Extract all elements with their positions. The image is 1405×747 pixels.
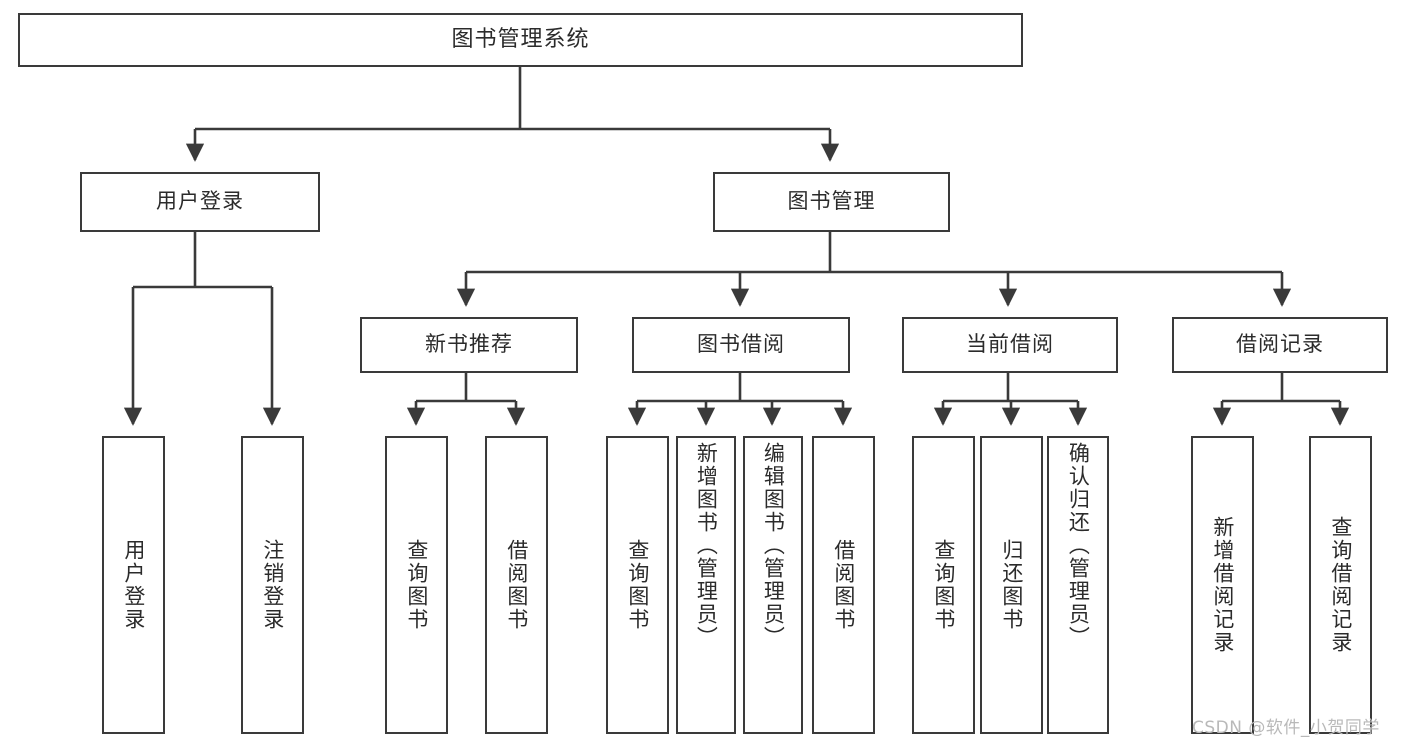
node-label: 编辑图书（管理员） <box>761 442 786 649</box>
node-book-borrow[interactable]: 图书借阅 <box>632 317 850 373</box>
node-root-system[interactable]: 图书管理系统 <box>18 13 1023 67</box>
watermark-text: CSDN @软件_小贺同学 <box>1192 718 1380 738</box>
leaf-logout[interactable]: 注销登录 <box>241 436 304 734</box>
node-label: 新书推荐 <box>425 332 513 357</box>
node-label: 查询图书 <box>625 539 650 631</box>
leaf-borrow-book[interactable]: 借阅图书 <box>812 436 875 734</box>
node-label: 确认归还（管理员） <box>1066 442 1091 649</box>
leaf-borrow-book-recommend[interactable]: 借阅图书 <box>485 436 548 734</box>
leaf-query-book-current[interactable]: 查询图书 <box>912 436 975 734</box>
leaf-user-login[interactable]: 用户登录 <box>102 436 165 734</box>
node-label: 查询图书 <box>404 539 429 631</box>
node-label: 借阅图书 <box>831 539 856 631</box>
node-label: 注销登录 <box>260 539 285 631</box>
leaf-confirm-return-admin[interactable]: 确认归还（管理员） <box>1047 436 1109 734</box>
node-label: 新增借阅记录 <box>1210 516 1235 654</box>
node-new-book-recommend[interactable]: 新书推荐 <box>360 317 578 373</box>
node-label: 查询图书 <box>931 539 956 631</box>
node-label: 新增图书（管理员） <box>694 442 719 649</box>
node-label: 图书借阅 <box>697 332 785 357</box>
leaf-add-borrow-record[interactable]: 新增借阅记录 <box>1191 436 1254 734</box>
node-user-login[interactable]: 用户登录 <box>80 172 320 232</box>
node-label: 图书管理 <box>787 189 876 214</box>
node-borrow-record[interactable]: 借阅记录 <box>1172 317 1388 373</box>
node-current-borrow[interactable]: 当前借阅 <box>902 317 1118 373</box>
leaf-add-book-admin[interactable]: 新增图书（管理员） <box>676 436 736 734</box>
node-label: 用户登录 <box>156 189 244 214</box>
node-label: 借阅图书 <box>504 539 529 631</box>
leaf-query-borrow-record[interactable]: 查询借阅记录 <box>1309 436 1372 734</box>
leaf-query-book-recommend[interactable]: 查询图书 <box>385 436 448 734</box>
node-label: 归还图书 <box>999 539 1024 631</box>
node-label: 查询借阅记录 <box>1328 516 1353 654</box>
leaf-query-book-borrow[interactable]: 查询图书 <box>606 436 669 734</box>
leaf-return-book[interactable]: 归还图书 <box>980 436 1043 734</box>
node-book-management[interactable]: 图书管理 <box>713 172 950 232</box>
node-label: 借阅记录 <box>1236 332 1324 357</box>
node-label: 图书管理系统 <box>451 26 590 52</box>
node-label: 当前借阅 <box>966 332 1054 357</box>
node-label: 用户登录 <box>121 539 146 631</box>
leaf-edit-book-admin[interactable]: 编辑图书（管理员） <box>743 436 803 734</box>
